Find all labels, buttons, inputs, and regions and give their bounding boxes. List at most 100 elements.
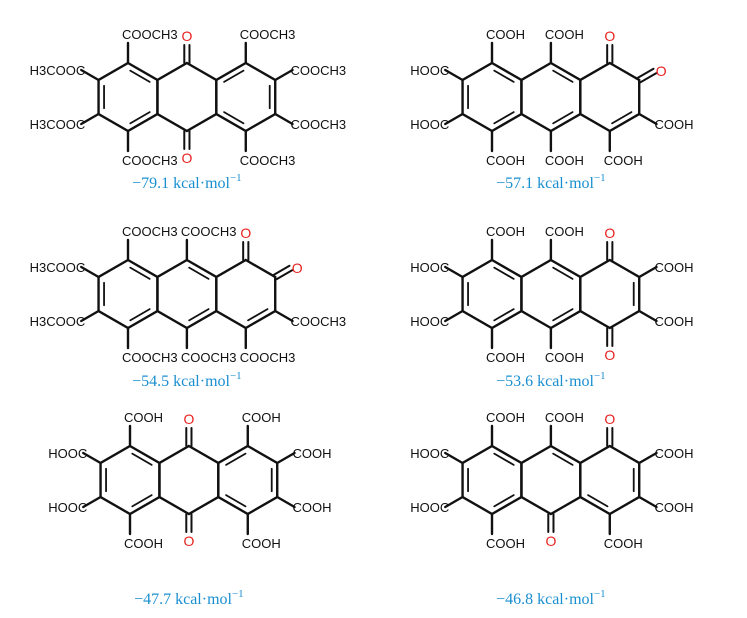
- double-bond: [493, 69, 515, 83]
- substituent-bond: [274, 309, 294, 323]
- oxygen-label: O: [604, 28, 615, 44]
- oxygen-label: O: [240, 225, 251, 241]
- energy-value: −53.6: [496, 373, 533, 390]
- substituent-bond: [444, 265, 464, 279]
- substituent-label: HOOC: [410, 117, 449, 132]
- substituent-bond: [638, 495, 658, 509]
- substituent-bond: [638, 309, 658, 323]
- ring-2-bonds: [217, 444, 279, 516]
- ring-0-bonds: [461, 61, 523, 133]
- ring-2-bonds: [579, 444, 641, 516]
- substituent-label: COOH: [655, 446, 694, 461]
- double-bond: [493, 111, 515, 125]
- double-bond: [188, 266, 210, 280]
- substituent-bond: [82, 495, 102, 509]
- carbonyl-bond: [272, 264, 291, 276]
- double-bond: [611, 111, 633, 125]
- energy-label: −47.7 kcal·mol−1: [134, 588, 244, 608]
- double-bond: [552, 308, 574, 322]
- energy-unit: kcal·mol: [533, 373, 594, 390]
- substituent-bond: [274, 68, 294, 82]
- ring-2-bonds: [215, 258, 277, 330]
- substituent-bond: [82, 451, 102, 465]
- substituent-label: COOCH3: [122, 224, 178, 239]
- substituent-label: COOCH3: [291, 63, 347, 78]
- substituent-label: COOH: [293, 446, 332, 461]
- substituent-bond: [444, 112, 464, 126]
- energy-value: −57.1: [496, 175, 533, 192]
- substituent-label: COOH: [293, 500, 332, 515]
- double-bond: [129, 111, 151, 125]
- oxygen-label: O: [292, 260, 303, 276]
- energy-unit: kcal·mol: [169, 373, 230, 390]
- substituent-label: H3COOC: [30, 260, 86, 275]
- substituent-label: H3COOC: [30, 314, 86, 329]
- double-bond: [129, 308, 151, 322]
- substituent-label: COOH: [655, 500, 694, 515]
- double-bond: [225, 494, 247, 508]
- double-bond: [129, 69, 151, 83]
- ring-1-bonds: [520, 258, 582, 330]
- double-bond: [552, 111, 574, 125]
- substituent-bond: [276, 495, 296, 509]
- ring-1-bonds: [156, 61, 218, 133]
- substituent-label: COOCH3: [181, 350, 237, 365]
- substituent-label: H3COOC: [30, 117, 86, 132]
- double-bond: [131, 494, 153, 508]
- oxygen-label: O: [181, 150, 192, 166]
- substituent-label: H3COOC: [30, 63, 86, 78]
- ring-0-bonds: [461, 258, 523, 330]
- double-bond: [493, 452, 515, 466]
- substituent-label: COOCH3: [181, 224, 237, 239]
- energy-unit: kcal·mol: [533, 175, 594, 192]
- oxygen-label: O: [604, 347, 615, 363]
- double-bond: [223, 111, 245, 125]
- double-bond: [131, 452, 153, 466]
- ring-1-bonds: [158, 444, 220, 516]
- oxygen-label: O: [545, 533, 556, 549]
- ring-2-bonds: [579, 61, 641, 133]
- substituent-bond: [444, 309, 464, 323]
- double-bond: [552, 452, 574, 466]
- energy-label: −46.8 kcal·mol−1: [496, 588, 606, 608]
- substituent-label: HOOC: [48, 446, 87, 461]
- substituent-label: COOH: [545, 27, 584, 42]
- double-bond: [188, 308, 210, 322]
- ring-0-bonds: [99, 444, 161, 516]
- substituent-bond: [80, 309, 100, 323]
- double-bond: [493, 266, 515, 280]
- ring-1-bonds: [156, 258, 218, 330]
- oxygen-label: O: [181, 28, 192, 44]
- substituent-label: COOH: [545, 224, 584, 239]
- energy-exponent: −1: [230, 370, 242, 382]
- substituent-label: HOOC: [48, 500, 87, 515]
- substituent-label: COOCH3: [291, 314, 347, 329]
- ring-2-bonds: [215, 61, 277, 133]
- substituent-bond: [638, 112, 658, 126]
- energy-unit: kcal·mol: [533, 591, 594, 608]
- substituent-label: COOCH3: [240, 153, 296, 168]
- substituent-label: HOOC: [410, 63, 449, 78]
- substituent-label: COOH: [486, 536, 525, 551]
- substituent-label: COOH: [242, 536, 281, 551]
- substituent-label: COOH: [545, 350, 584, 365]
- oxygen-label: O: [183, 533, 194, 549]
- energy-value: −46.8: [496, 591, 533, 608]
- substituent-label: COOCH3: [122, 27, 178, 42]
- double-bond: [587, 494, 609, 508]
- substituent-bond: [444, 495, 464, 509]
- double-bond: [225, 452, 247, 466]
- carbonyl-bond: [636, 67, 655, 79]
- double-bond: [247, 308, 269, 322]
- carbonyl-bond: [639, 72, 658, 84]
- energy-value: −79.1: [132, 175, 169, 192]
- substituent-bond: [80, 68, 100, 82]
- energy-exponent: −1: [232, 588, 244, 600]
- substituent-label: COOH: [604, 153, 643, 168]
- substituent-bond: [276, 451, 296, 465]
- oxygen-label: O: [604, 225, 615, 241]
- substituent-label: COOCH3: [291, 117, 347, 132]
